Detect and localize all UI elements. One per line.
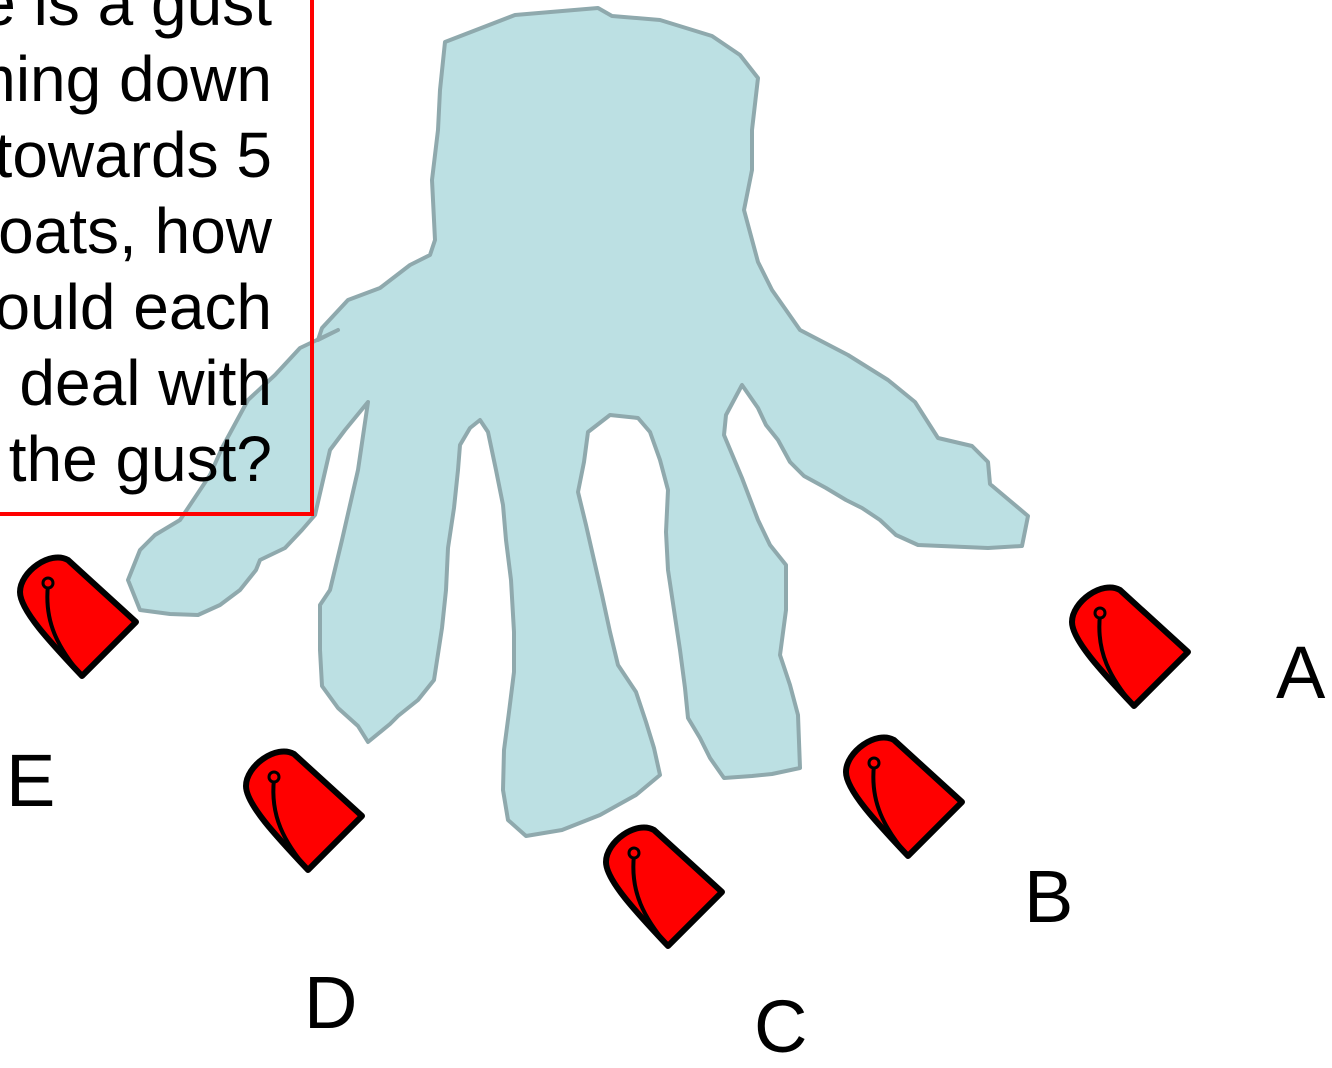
boat-b <box>843 734 965 859</box>
question-line: boats, how <box>0 195 272 267</box>
boat-e <box>17 554 139 679</box>
question-box: If there is a gust coming down towards 5… <box>0 0 314 516</box>
boat-label-b: B <box>1024 855 1074 938</box>
boat-label-e: E <box>6 739 56 822</box>
question-line: one deal with <box>0 347 272 419</box>
question-line: If there is a gust <box>0 0 272 39</box>
boat-label-d: D <box>304 961 358 1044</box>
sailboat-hull-icon <box>243 748 365 873</box>
sailboat-hull-icon <box>1069 584 1191 709</box>
boat-label-c: C <box>754 985 808 1068</box>
question-line: should each <box>0 271 272 343</box>
sailboat-hull-icon <box>843 734 965 859</box>
boat-d <box>243 748 365 873</box>
gust-shape <box>126 6 1030 838</box>
boat-label-a: A <box>1276 631 1326 714</box>
question-line: towards 5 <box>0 119 272 191</box>
question-line: the gust? <box>8 423 272 495</box>
question-line: coming down <box>0 43 272 115</box>
boat-c <box>603 824 725 949</box>
question-text: If there is a gust coming down towards 5… <box>0 0 272 497</box>
boat-a <box>1069 584 1191 709</box>
sailboat-hull-icon <box>17 554 139 679</box>
sailboat-hull-icon <box>603 824 725 949</box>
